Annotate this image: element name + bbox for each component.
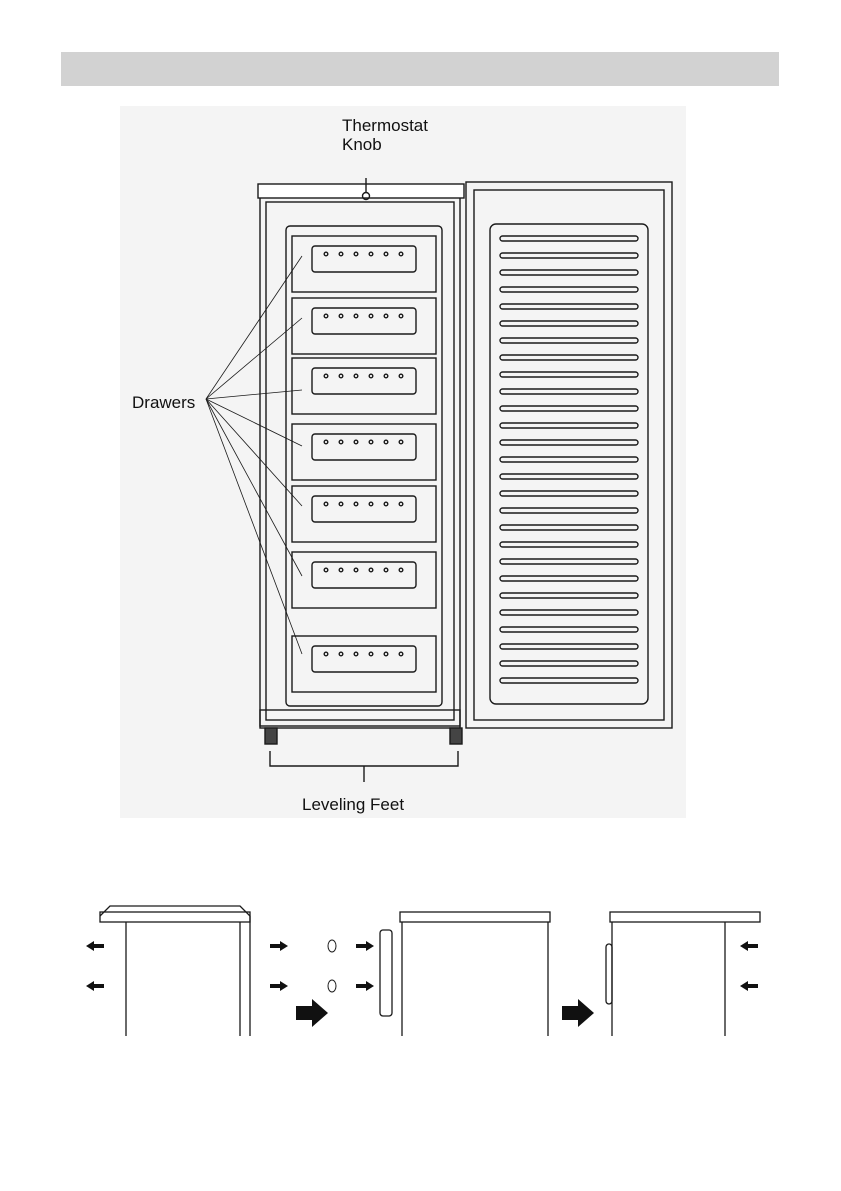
door-handle-mounted xyxy=(606,944,612,1004)
arrow-left-icon xyxy=(740,941,758,951)
step-3-cabinet xyxy=(606,912,760,1036)
step-1-cabinet xyxy=(100,906,250,1036)
thermostat-knob-label: Thermostat Knob xyxy=(342,116,428,154)
arrow-right-icon xyxy=(270,941,288,951)
freezer-diagram xyxy=(120,106,686,818)
step-2-cabinet xyxy=(380,912,550,1036)
page-footer xyxy=(0,1180,841,1191)
arrow-right-icon xyxy=(356,941,374,951)
arrow-left-icon xyxy=(86,981,104,991)
section-header-bar xyxy=(61,52,779,86)
arrow-right-icon xyxy=(562,999,594,1027)
leveling-feet-label: Leveling Feet xyxy=(302,795,404,814)
arrow-right-icon xyxy=(296,999,328,1027)
arrow-left-icon xyxy=(86,941,104,951)
door-handle xyxy=(380,930,392,1016)
arrow-right-icon xyxy=(356,981,374,991)
arrow-right-icon xyxy=(270,981,288,991)
leveling-foot-right xyxy=(450,728,462,744)
cabinet-top xyxy=(258,184,464,198)
leveling-foot-left xyxy=(265,728,277,744)
door-reversal-steps xyxy=(80,896,780,1036)
drawers-label: Drawers xyxy=(132,393,195,412)
arrow-left-icon xyxy=(740,981,758,991)
